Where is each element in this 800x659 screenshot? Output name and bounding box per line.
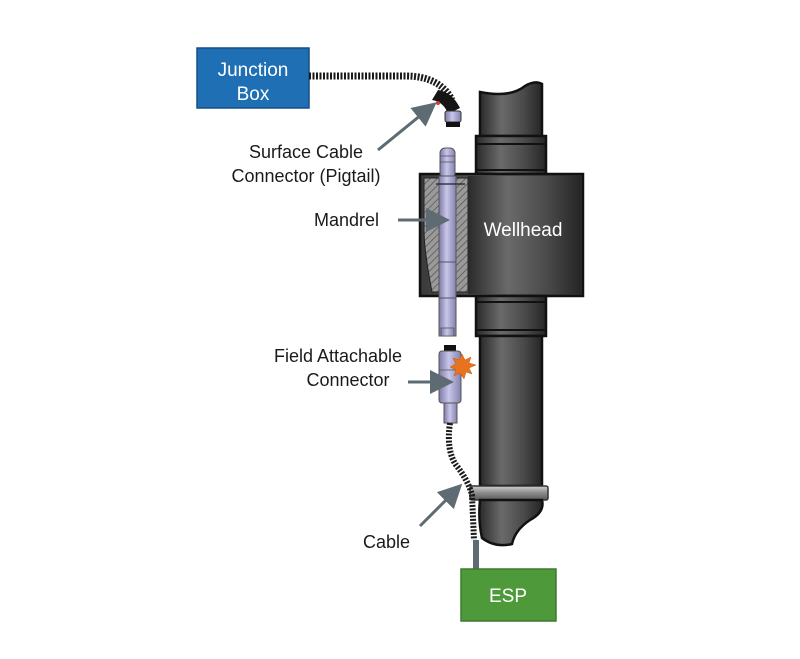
wellhead-label: Wellhead — [484, 220, 563, 241]
junction-box-label-line1: Junction — [218, 60, 289, 81]
junction-box: Junction Box — [196, 47, 310, 109]
arrow-surface-cable — [377, 102, 437, 152]
lower-cable — [445, 422, 477, 541]
arrow-cable — [418, 483, 463, 528]
label-mandrel: Mandrel — [314, 210, 379, 230]
wellhead-lower-pipe — [469, 294, 549, 547]
surface-cable — [309, 72, 456, 102]
esp-box: ESP — [460, 568, 557, 622]
spark-icon — [449, 353, 477, 380]
label-field-attach-line1: Field Attachable — [274, 346, 402, 366]
field-attachable-connector — [438, 345, 462, 424]
label-surface-cable-line1: Surface Cable — [249, 142, 363, 162]
esp-connector-line — [473, 540, 479, 570]
label-cable: Cable — [363, 532, 410, 552]
junction-box-label-line2: Box — [237, 84, 270, 105]
label-surface-cable-line2: Connector (Pigtail) — [231, 166, 380, 186]
pigtail-connector — [432, 90, 462, 127]
wellhead-top-pipe — [474, 81, 548, 178]
esp-label: ESP — [489, 586, 527, 607]
label-field-attach-line2: Connector — [306, 370, 389, 390]
mandrel — [436, 147, 465, 337]
